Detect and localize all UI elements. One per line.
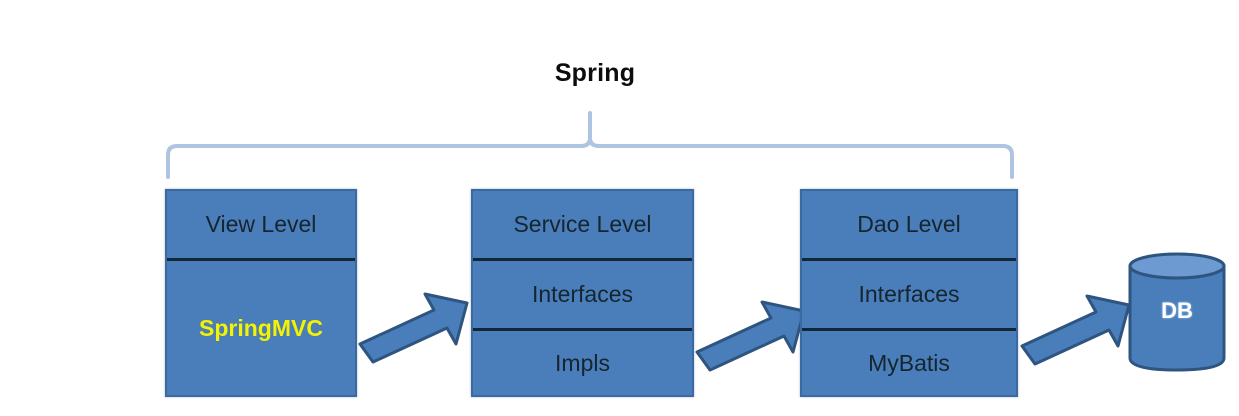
layer-box-service[interactable]: Service Level Interfaces Impls: [471, 189, 694, 397]
layer-row-service-interfaces: Interfaces: [473, 258, 692, 328]
arrow-view-to-service: [357, 288, 471, 364]
layer-row-springmvc: SpringMVC: [167, 258, 355, 395]
arrow-right-icon: [695, 300, 806, 372]
layer-header-view: View Level: [205, 211, 317, 237]
spring-scope-brace: [160, 105, 1030, 185]
brace-icon: [166, 111, 1014, 179]
arrow-dao-to-db: [1019, 290, 1133, 366]
arrow-service-to-dao: [694, 296, 808, 372]
database-cylinder[interactable]: [1126, 250, 1228, 374]
layer-header-dao: Dao Level: [857, 211, 961, 237]
layer-row-dao-mybatis: MyBatis: [802, 328, 1016, 395]
layer-box-view[interactable]: View Level SpringMVC: [165, 189, 357, 397]
layer-row-service-impls: Impls: [473, 328, 692, 395]
database-icon: [1128, 252, 1226, 372]
arrow-right-icon: [1020, 294, 1131, 366]
arrow-right-icon: [358, 292, 469, 364]
layer-row-dao-interfaces: Interfaces: [802, 258, 1016, 328]
layer-box-dao[interactable]: Dao Level Interfaces MyBatis: [800, 189, 1018, 397]
page-title: Spring: [554, 59, 636, 87]
layer-header-service: Service Level: [513, 211, 652, 237]
